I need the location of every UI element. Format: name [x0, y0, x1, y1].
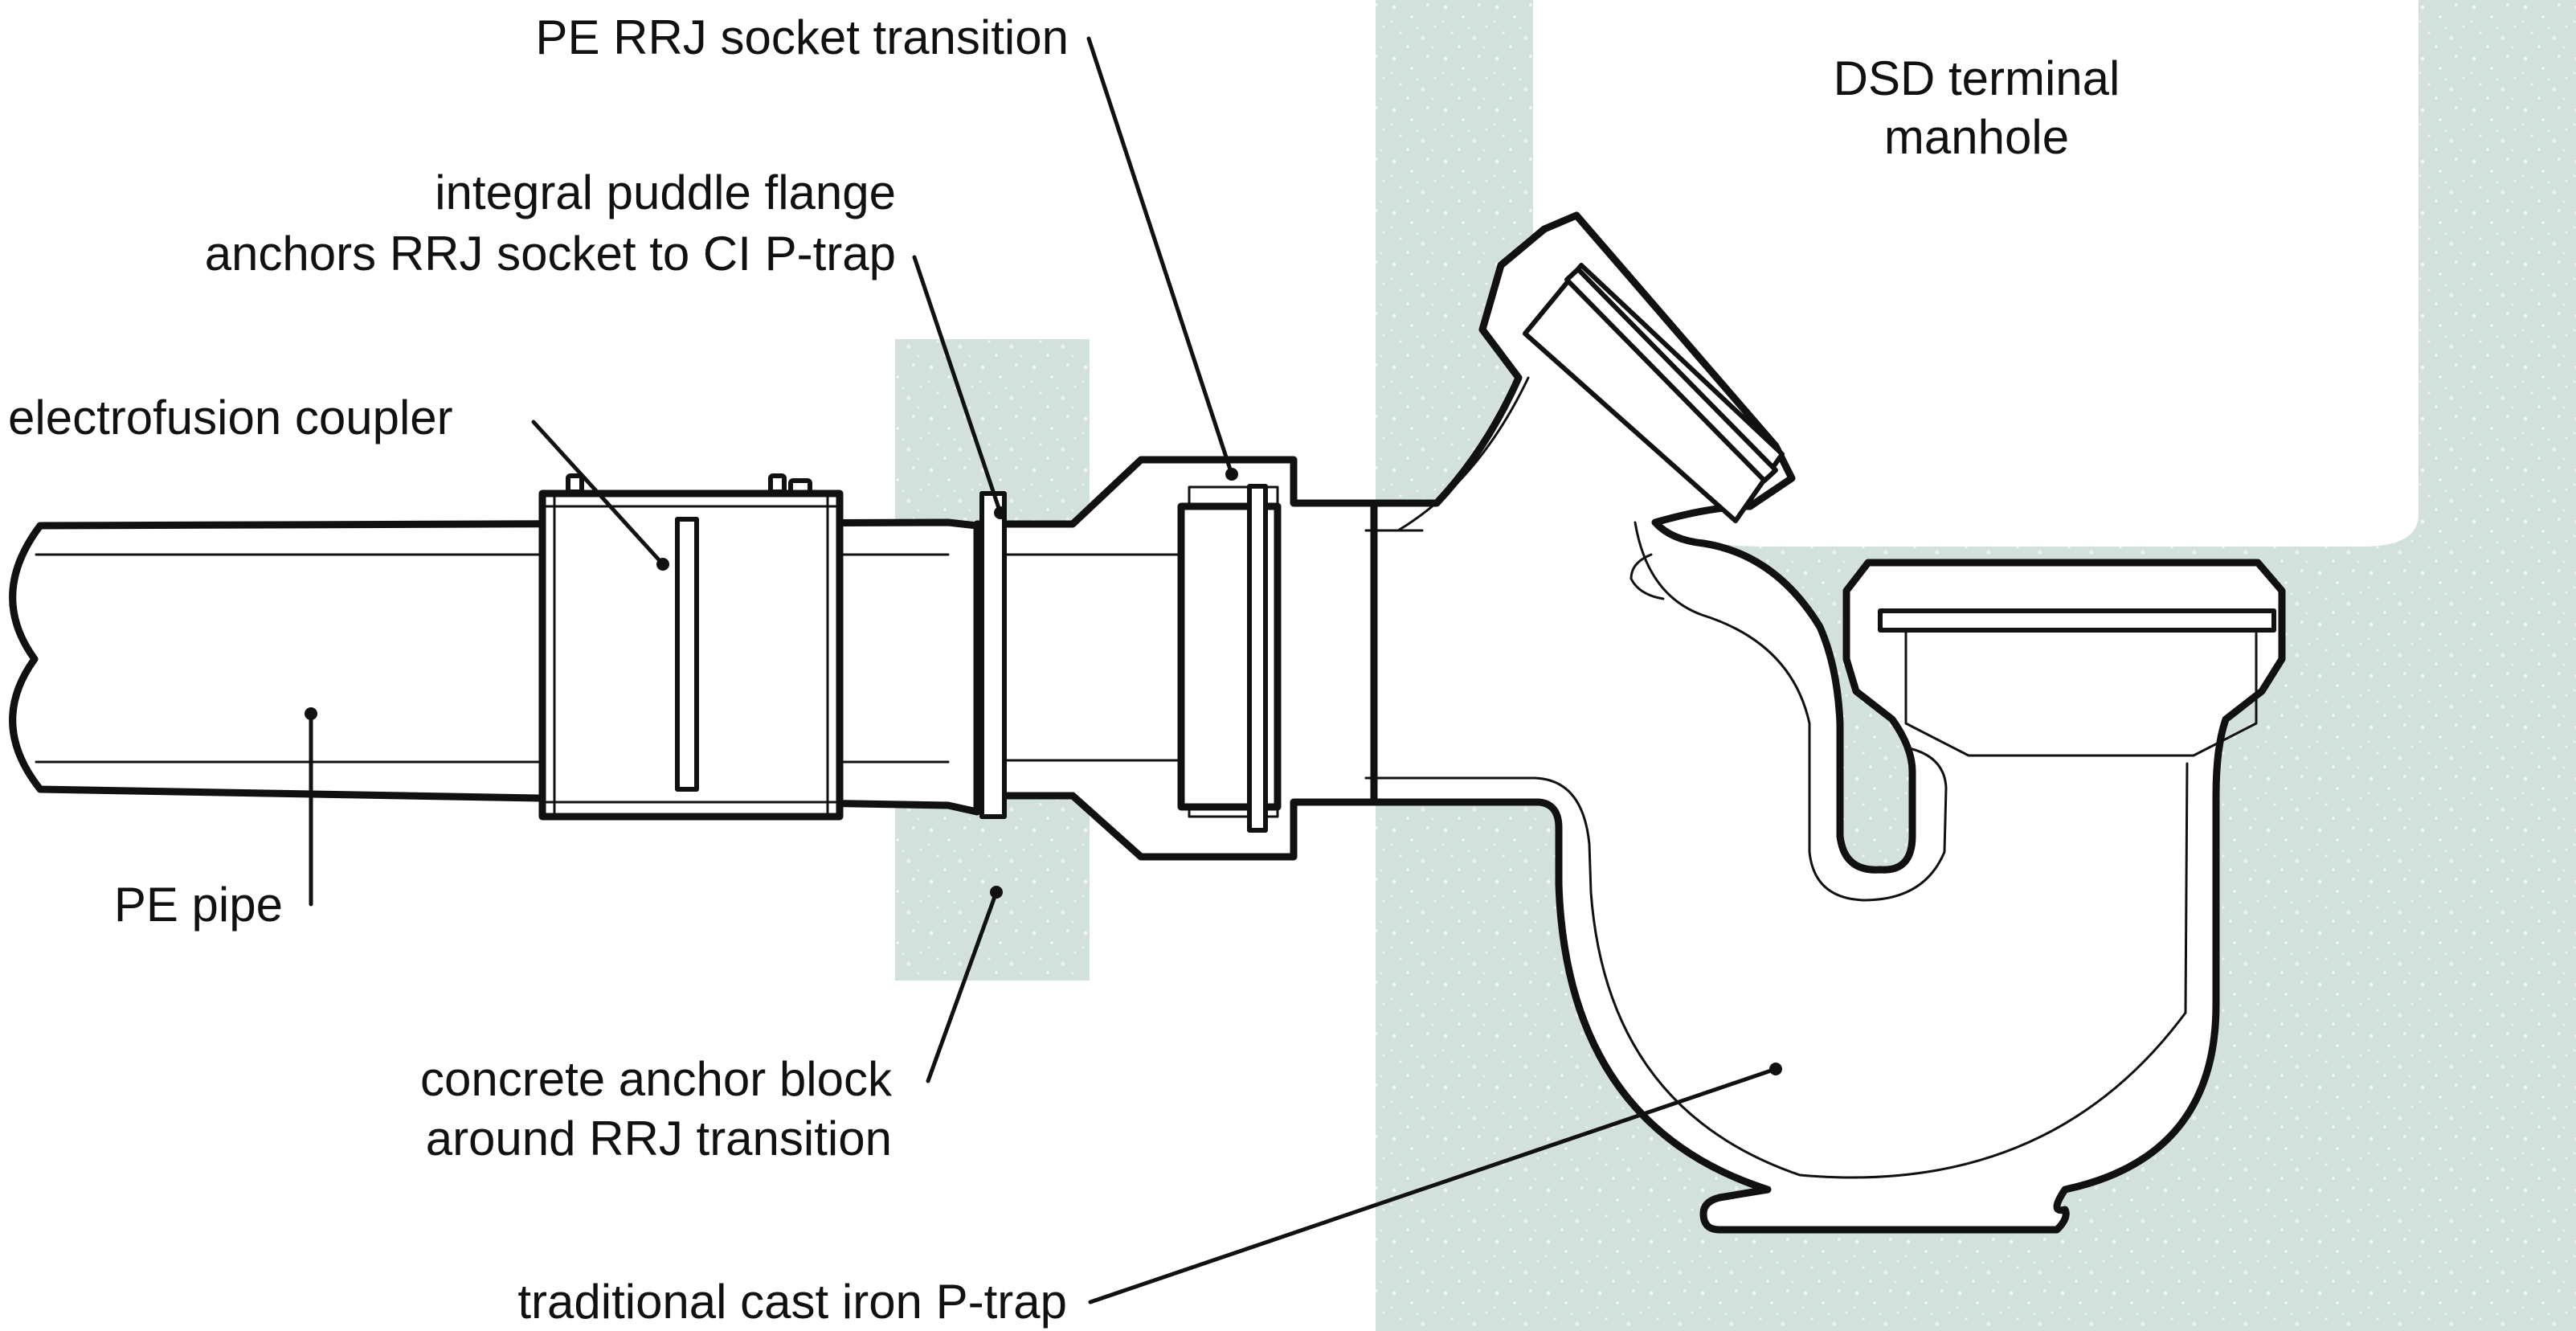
puddle-flange	[979, 491, 1007, 819]
label-anchor-block-line2: around RRJ transition	[426, 1112, 892, 1165]
label-rrj-socket-transition: PE RRJ socket transition	[535, 10, 1069, 64]
cast-iron-p-trap	[1364, 211, 2286, 1234]
label-puddle-flange-line2: anchors RRJ socket to CI P-trap	[205, 227, 896, 281]
label-electrofusion-coupler: electrofusion coupler	[8, 391, 453, 444]
label-puddle-flange-line1: integral puddle flange	[435, 166, 896, 219]
label-anchor-block-line1: concrete anchor block	[420, 1052, 893, 1106]
rrj-socket-transition	[973, 456, 1378, 861]
label-cast-iron-p-trap: traditional cast iron P-trap	[517, 1275, 1067, 1329]
label-manhole-line2: manhole	[1884, 110, 2069, 164]
leader-lines	[305, 36, 1782, 1304]
label-manhole-line1: DSD terminal	[1834, 51, 2120, 105]
electrofusion-coupler	[538, 473, 844, 821]
label-pe-pipe: PE pipe	[114, 878, 283, 932]
